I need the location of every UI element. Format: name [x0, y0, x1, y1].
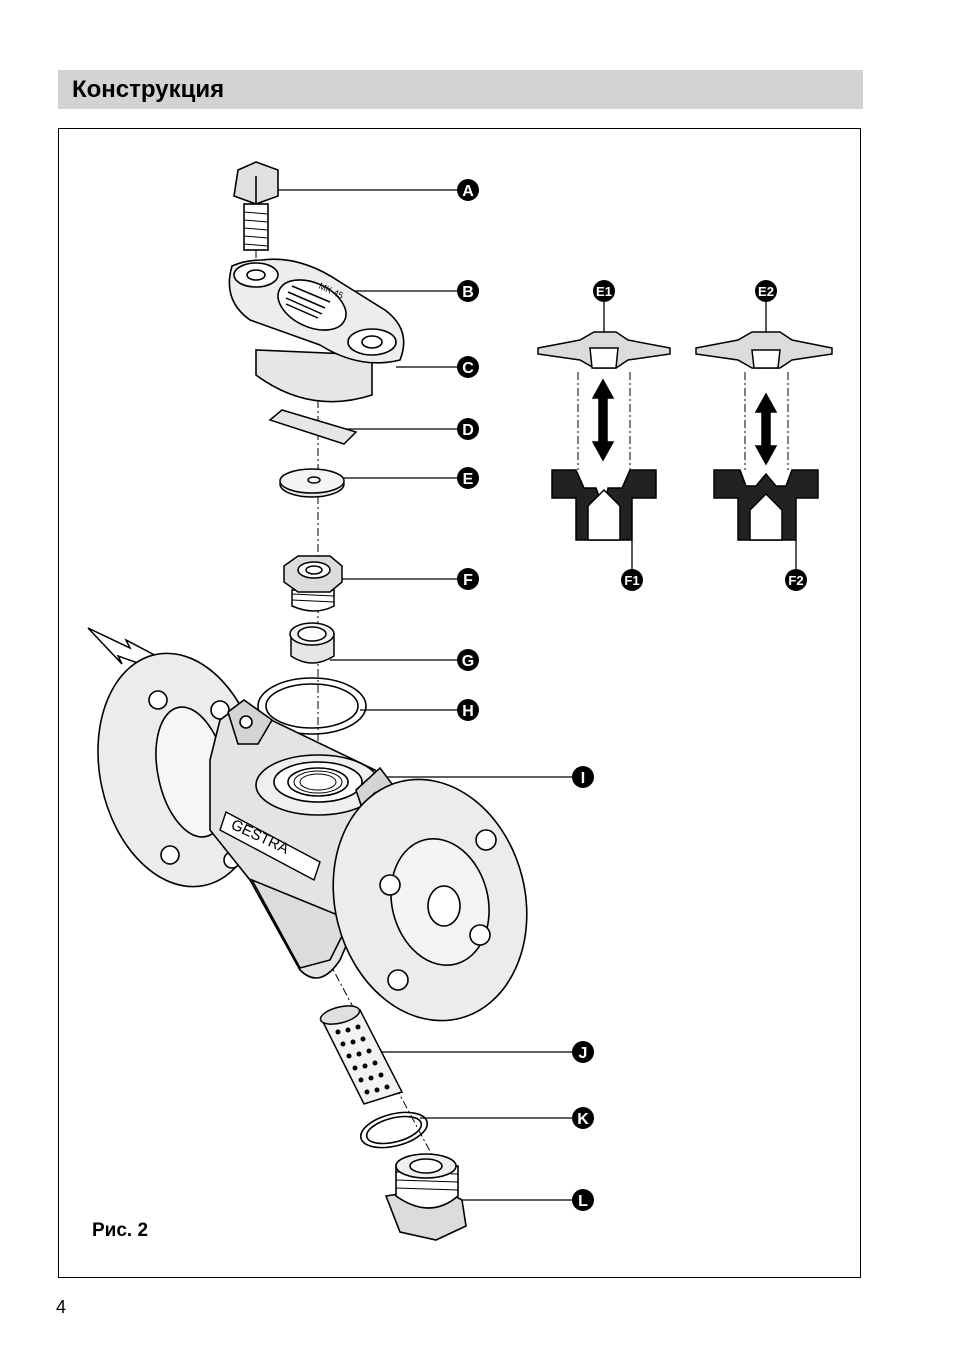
valve-body: GESTRA: [97, 652, 528, 1022]
page-number: 4: [56, 1297, 67, 1317]
svg-text:A: A: [462, 183, 474, 200]
leader-lines: [272, 189, 797, 1201]
callout-j: J: [572, 1041, 594, 1063]
callout-e: E: [457, 467, 479, 489]
callout-f2: F2: [785, 569, 807, 591]
svg-text:J: J: [579, 1045, 588, 1062]
callout-badges: A B C D E F G H I J K L E1 E2 F1 F2: [457, 179, 807, 1211]
svg-text:L: L: [578, 1193, 588, 1210]
section-header: Конструкция: [58, 70, 863, 109]
cover: MK 45: [228, 258, 405, 403]
callout-f: F: [457, 568, 479, 590]
svg-text:I: I: [581, 770, 585, 787]
bolt: [233, 161, 279, 251]
cap-plug: [384, 1153, 467, 1241]
figure-caption: Рис. 2: [92, 1220, 149, 1241]
svg-text:K: K: [577, 1111, 589, 1128]
svg-text:G: G: [462, 653, 474, 670]
figure-frame: [58, 128, 861, 1278]
disc: [279, 468, 345, 498]
callout-c: C: [457, 356, 479, 378]
callout-f1: F1: [621, 569, 643, 591]
svg-text:E: E: [463, 471, 474, 488]
gasket: [257, 677, 367, 735]
callout-e2: E2: [755, 280, 777, 302]
svg-text:F: F: [463, 572, 473, 589]
svg-text:E2: E2: [758, 284, 774, 299]
svg-text:B: B: [462, 284, 474, 301]
callout-g: G: [457, 649, 479, 671]
detail-e1-f1: [537, 331, 671, 541]
svg-text:F2: F2: [788, 573, 803, 588]
strainer: [319, 1005, 404, 1105]
svg-text:C: C: [462, 360, 474, 377]
detail-e2-f2: [695, 331, 833, 541]
svg-text:H: H: [462, 703, 474, 720]
callout-h: H: [457, 699, 479, 721]
svg-text:D: D: [462, 422, 474, 439]
svg-text:F1: F1: [624, 573, 639, 588]
callout-d: D: [457, 418, 479, 440]
svg-text:E1: E1: [596, 284, 612, 299]
callout-l: L: [572, 1189, 594, 1211]
seal-ring: [359, 1111, 429, 1149]
callout-a: A: [457, 179, 479, 201]
callout-b: B: [457, 280, 479, 302]
sleeve: [289, 622, 335, 664]
section-title: Конструкция: [72, 76, 225, 103]
bimetal-strip: [268, 409, 358, 445]
callout-e1: E1: [593, 280, 615, 302]
callout-k: K: [572, 1107, 594, 1129]
callout-i: I: [572, 766, 594, 788]
nozzle-insert: [283, 555, 343, 612]
